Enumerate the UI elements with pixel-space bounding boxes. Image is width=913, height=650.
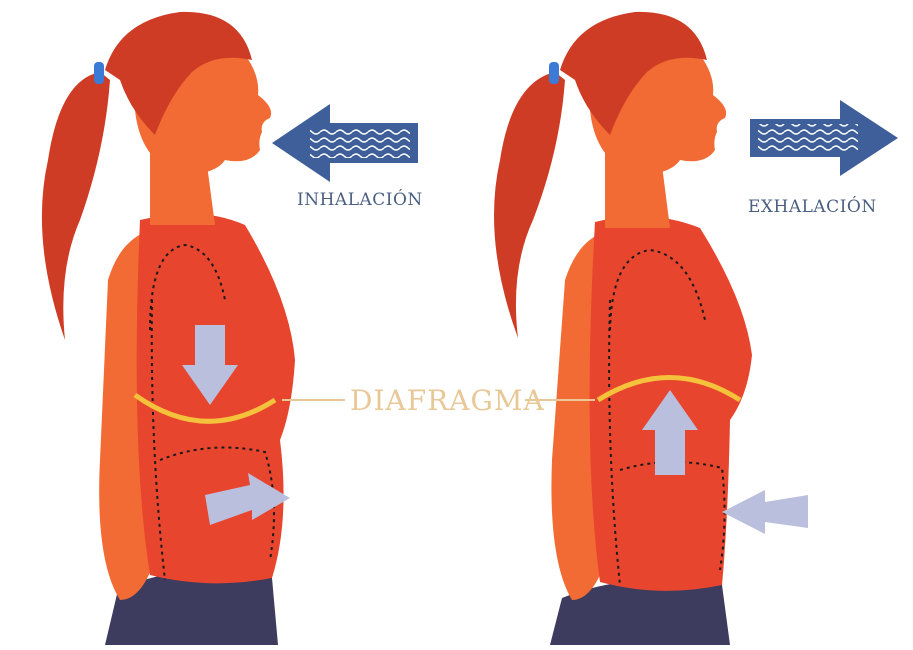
figure-inhalation xyxy=(42,12,295,645)
ponytail xyxy=(494,72,565,338)
exhalation-label: EXHALACIÓN xyxy=(748,197,877,217)
figure-exhalation xyxy=(494,12,808,645)
hair-tie xyxy=(94,62,104,84)
exhalation-arrow-icon xyxy=(750,100,898,176)
arrow-in-icon xyxy=(722,490,808,534)
ponytail xyxy=(42,72,110,340)
inhalation-label: INHALACIÓN xyxy=(297,190,423,210)
hair-tie xyxy=(549,62,559,84)
diaphragm-label: DIAFRAGMA xyxy=(350,384,545,417)
inhalation-arrow-icon xyxy=(272,104,418,182)
torso-shirt xyxy=(137,214,295,584)
